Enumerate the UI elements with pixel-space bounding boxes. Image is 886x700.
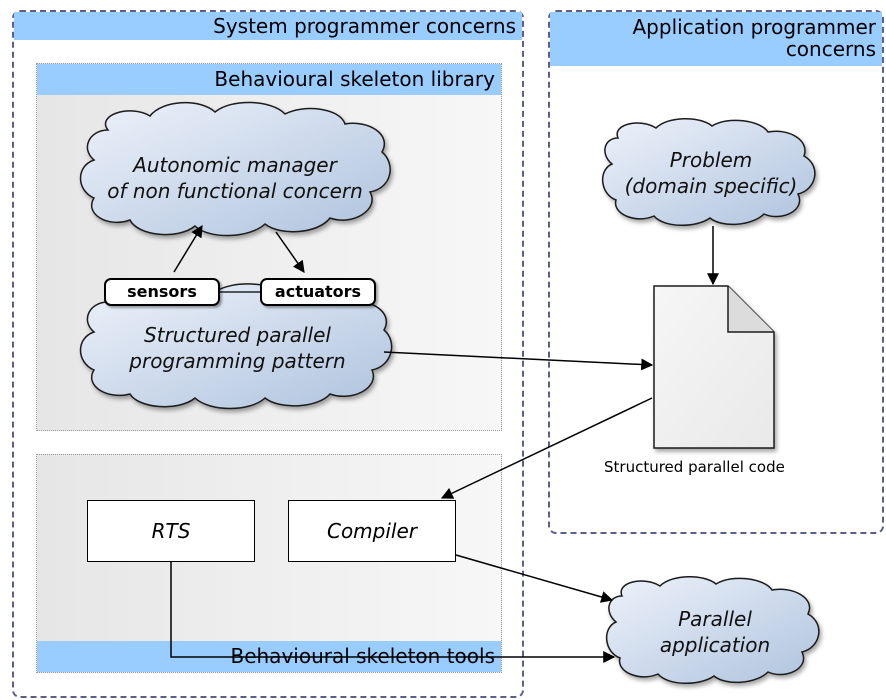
parallel-pattern-label: Structured parallel programming pattern [90, 322, 385, 374]
document-caption: Structured parallel code [604, 458, 824, 476]
rts-box: RTS [87, 500, 255, 562]
autonomic-manager-label: Autonomic manager of non functional conc… [90, 152, 380, 204]
parallel-pattern-line1: Structured parallel [144, 323, 331, 347]
parallel-application-label: Parallel application [610, 606, 820, 658]
code-to-compiler-arrow [440, 397, 653, 499]
problem-label: Problem (domain specific) [605, 147, 817, 199]
skeleton-library-title: Behavioural skeleton library [214, 67, 495, 91]
structured-parallel-code-document [653, 285, 775, 449]
rts-to-application-arrow [170, 562, 616, 663]
actuators-tag: actuators [260, 278, 376, 306]
parallel-application-cloud [606, 576, 820, 684]
compiler-box: Compiler [288, 500, 456, 562]
skeleton-tools-panel [36, 454, 502, 673]
problem-line1: Problem [669, 148, 753, 172]
autonomic-manager-line1: Autonomic manager [133, 153, 337, 177]
skeleton-tools-title: Behavioural skeleton tools [230, 644, 495, 668]
document-caption-text: Structured parallel code [604, 458, 785, 476]
system-programmer-header: System programmer concerns [14, 12, 522, 40]
parallel-application-line1: Parallel [678, 607, 752, 631]
system-programmer-title: System programmer concerns [213, 14, 516, 38]
manager-to-actuators-arrow [275, 231, 305, 273]
sensors-to-manager-arrow [173, 224, 203, 273]
parallel-pattern-line2: programming pattern [129, 349, 346, 373]
application-programmer-title-line2: concerns [785, 37, 876, 61]
actuators-label: actuators [274, 282, 362, 301]
compiler-label: Compiler [326, 519, 418, 543]
application-programmer-title-line1: Application programmer [632, 15, 877, 39]
sensors-label: sensors [127, 282, 197, 301]
compiler-to-application-arrow [455, 554, 614, 603]
autonomic-manager-cloud [79, 101, 391, 237]
problem-line2: (domain specific) [624, 174, 798, 198]
rts-label: RTS [151, 519, 191, 543]
pattern-to-code-arrow [383, 351, 654, 371]
sensors-tag: sensors [104, 278, 220, 306]
application-programmer-header: Application programmer concerns [550, 12, 882, 66]
skeleton-library-header: Behavioural skeleton library [37, 64, 501, 95]
parallel-application-line2: application [659, 633, 771, 657]
problem-cloud [602, 118, 816, 226]
autonomic-manager-line2: of non functional concern [107, 179, 363, 203]
